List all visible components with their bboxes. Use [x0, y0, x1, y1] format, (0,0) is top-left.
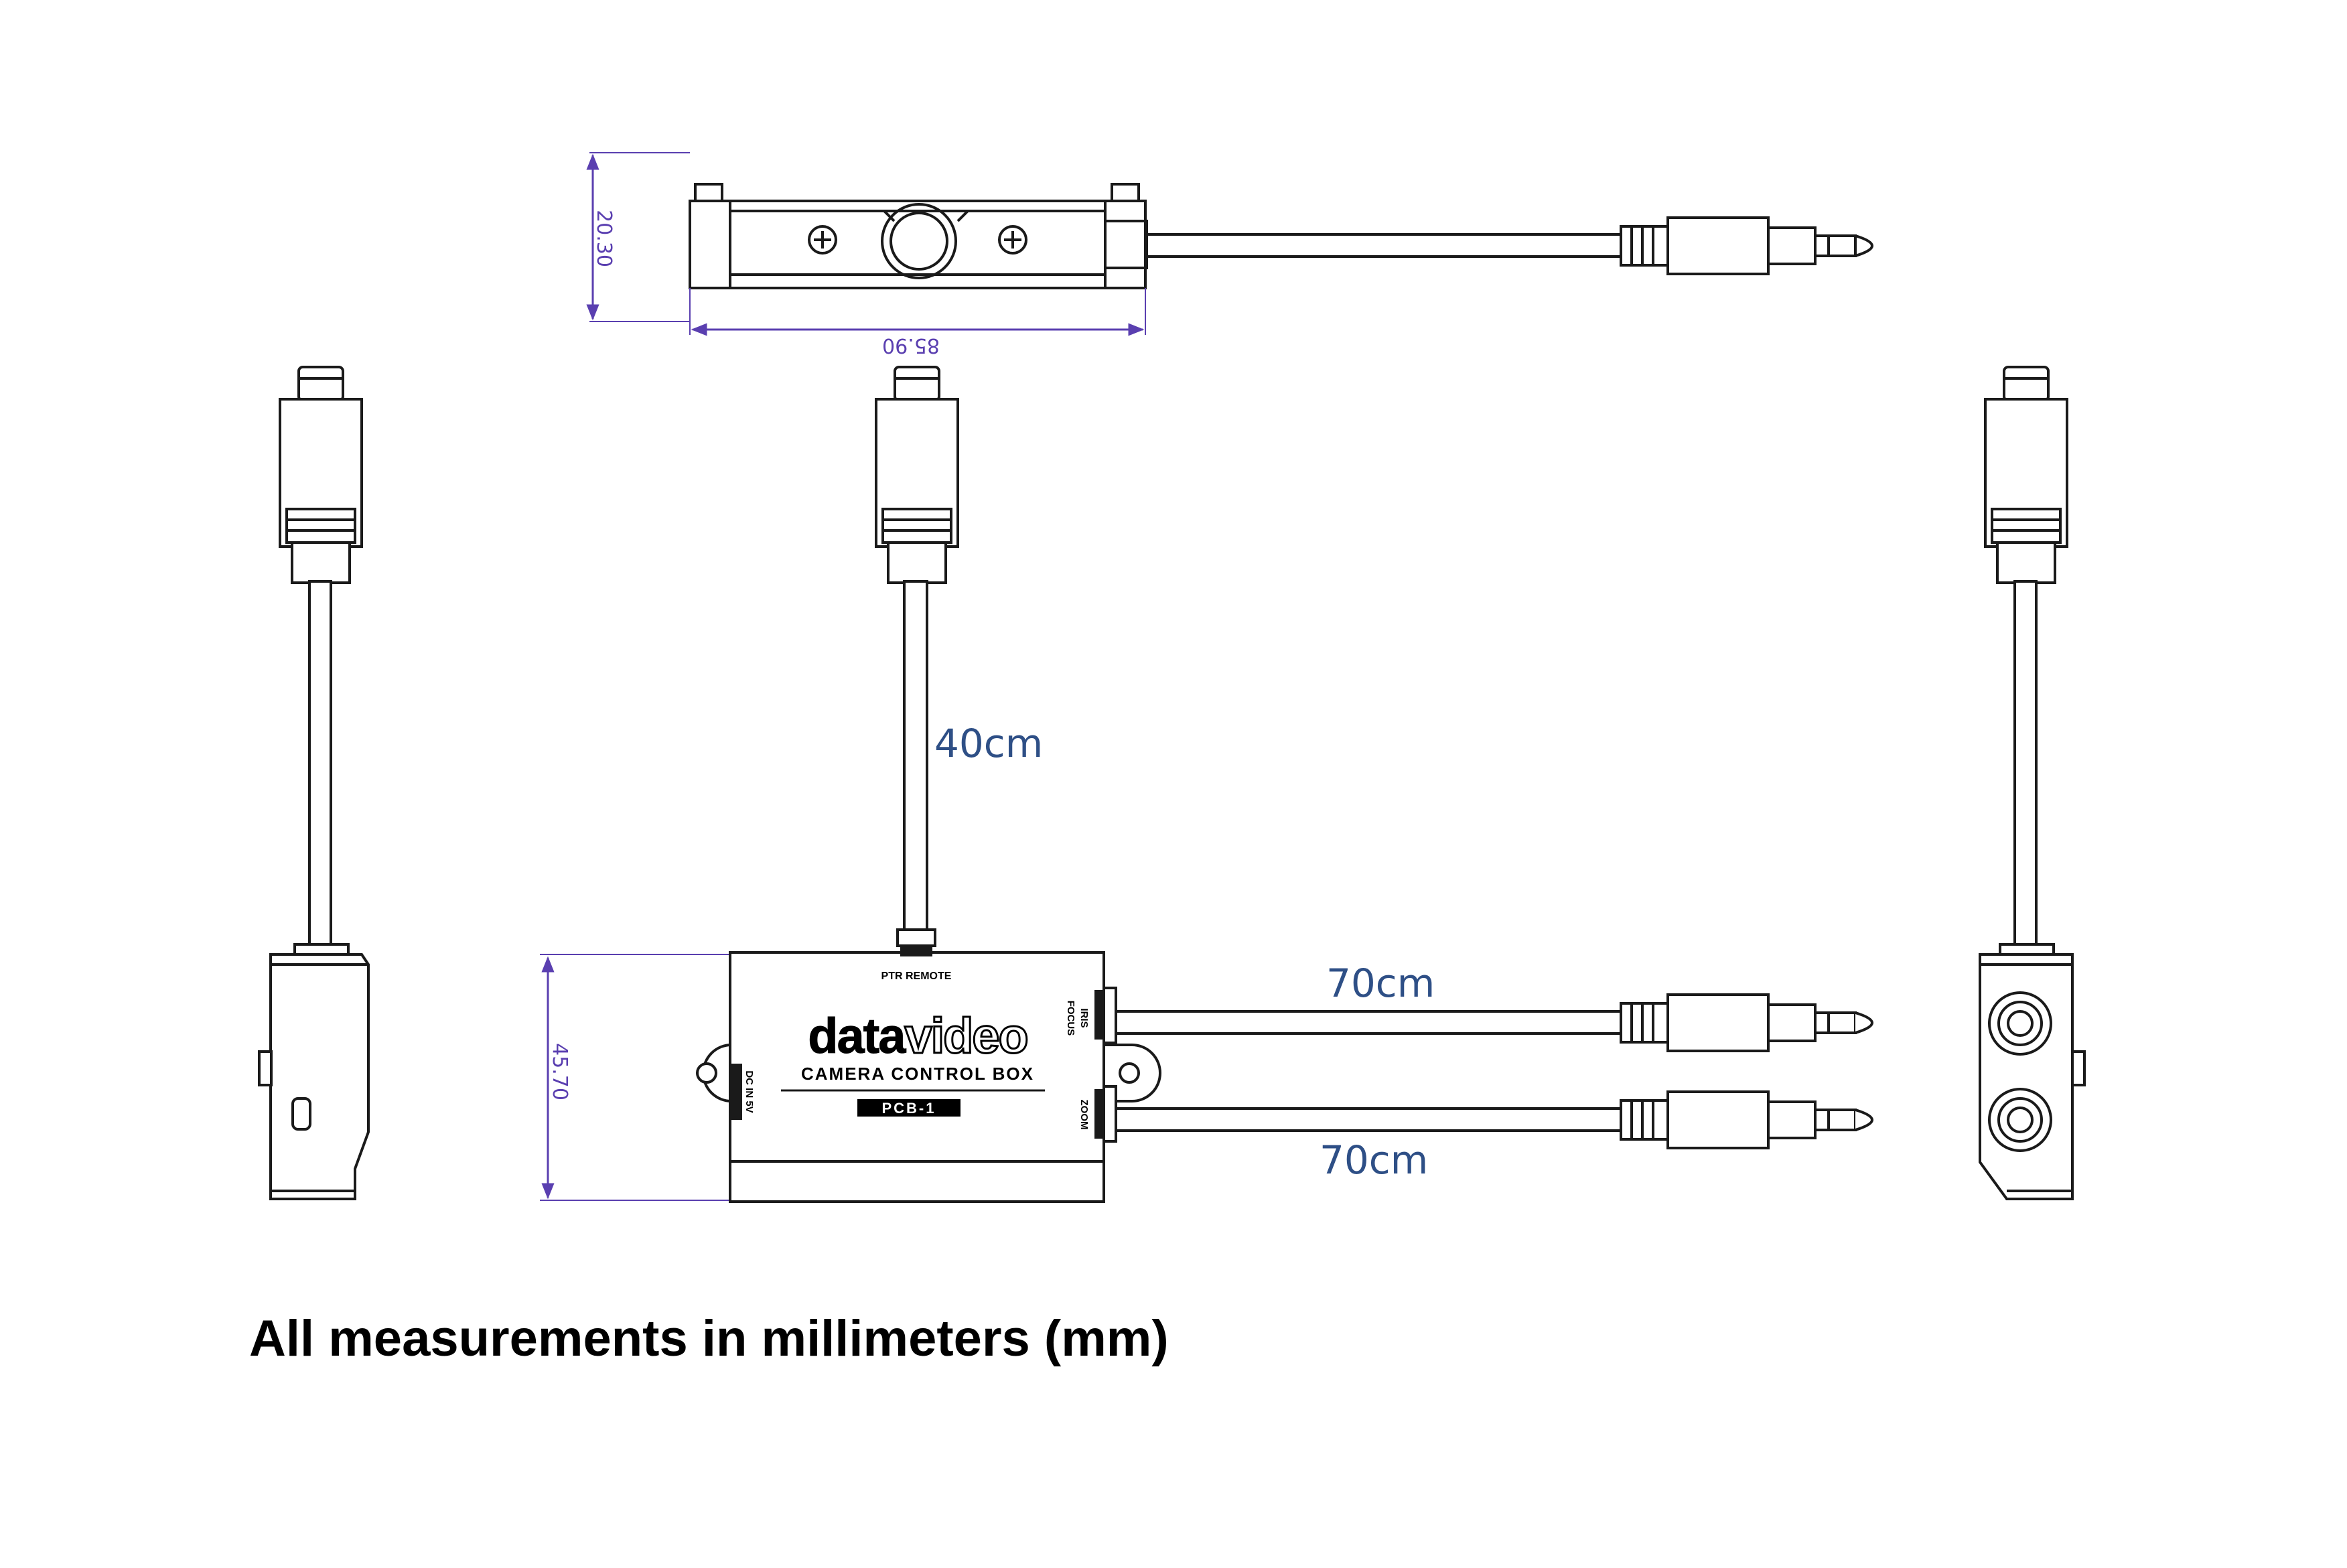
- top-view-dimensions: 20.30 85.90: [586, 152, 1146, 357]
- top-view: [689, 183, 1873, 289]
- device-labels: PTR REMOTE datavideo CAMERA CONTROL BOX …: [743, 971, 1090, 1130]
- port-label-zoom: ZOOM: [1078, 1100, 1090, 1130]
- cable-length-remote: 40cm: [934, 721, 1043, 766]
- dimension-width-top: 85.90: [882, 334, 940, 357]
- brand-logo: datavideo: [808, 1008, 1027, 1064]
- port-label-ptr-remote: PTR REMOTE: [881, 971, 952, 982]
- port-label-dc-in: DC IN 5V: [743, 1070, 755, 1113]
- brand-logo-bold: data: [808, 1008, 906, 1064]
- cable-length-zoom: 70cm: [1320, 1137, 1428, 1183]
- front-view-dimensions: 45.70: [540, 954, 729, 1201]
- dimension-height-front: 45.70: [548, 1043, 571, 1100]
- port-label-focus: FOCUS: [1065, 1001, 1076, 1036]
- device-name: CAMERA CONTROL BOX: [801, 1064, 1034, 1084]
- dimension-height-top: 20.30: [592, 210, 616, 267]
- brand-logo-light: video: [904, 1008, 1027, 1064]
- left-side-view: [258, 366, 370, 1200]
- model-badge: [857, 1099, 961, 1117]
- model-name: PCB-1: [881, 1100, 936, 1117]
- cable-length-focus-iris: 70cm: [1326, 960, 1435, 1006]
- port-label-iris: IRIS: [1078, 1008, 1090, 1027]
- measurement-caption: All measurements in millimeters (mm): [249, 1310, 1169, 1367]
- right-side-view: [1979, 366, 2086, 1200]
- center-front-view: [696, 366, 1873, 1203]
